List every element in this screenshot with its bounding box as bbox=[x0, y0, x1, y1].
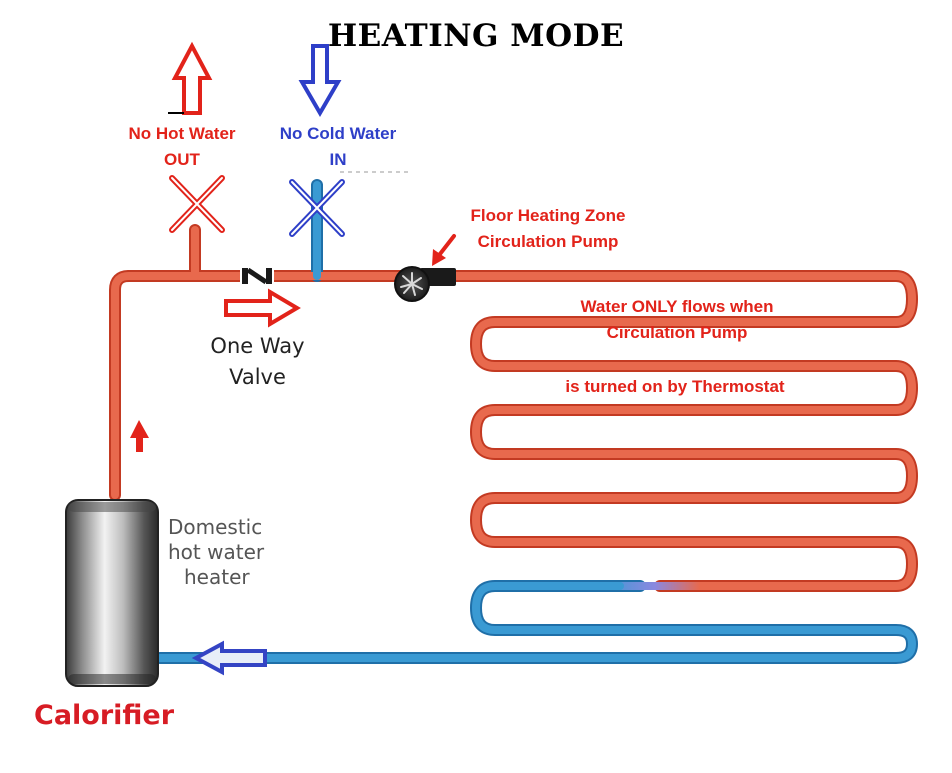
return-flow-arrow-icon bbox=[191, 640, 267, 676]
heater-tank-icon bbox=[65, 499, 159, 687]
heater-label-line: heater bbox=[184, 565, 250, 589]
flow-note-line: is turned on by Thermostat bbox=[565, 377, 785, 396]
valve-label-line: One Way bbox=[210, 334, 305, 358]
cold-water-label-line: No Cold Water bbox=[279, 124, 397, 143]
heater-label: Domestic hot water heater bbox=[168, 515, 264, 590]
flow-note-line: Water ONLY flows when bbox=[580, 297, 774, 316]
blocked-x-icon bbox=[169, 175, 225, 233]
pointer-arrow-icon bbox=[432, 234, 456, 266]
hot-water-label: No Hot Water OUT bbox=[108, 121, 256, 173]
cold-water-pipe bbox=[156, 181, 916, 662]
page-title: HEATING MODE bbox=[327, 18, 625, 54]
cold-water-label-line: IN bbox=[329, 150, 347, 169]
hot-out-arrow-icon bbox=[168, 41, 213, 115]
heater-label-line: hot water bbox=[168, 540, 265, 564]
pump-label: Floor Heating Zone Circulation Pump bbox=[448, 203, 648, 255]
pump-label-line: Floor Heating Zone bbox=[470, 206, 626, 225]
pipe-transition bbox=[600, 582, 700, 590]
flow-note-line: Circulation Pump bbox=[606, 323, 748, 342]
cold-water-label: No Cold Water IN bbox=[262, 121, 414, 173]
calorifier-label: Calorifier bbox=[34, 700, 175, 731]
blocked-x-icon bbox=[289, 179, 345, 237]
flow-up-arrow-icon bbox=[130, 420, 149, 452]
cold-in-arrow-icon bbox=[298, 44, 342, 117]
hot-water-label-line: No Hot Water bbox=[128, 124, 236, 143]
hot-water-pipe bbox=[111, 226, 916, 590]
pump-icon bbox=[394, 266, 456, 302]
valve-label-line: Valve bbox=[229, 365, 286, 389]
hot-water-label-line: OUT bbox=[164, 150, 200, 169]
heater-label-line: Domestic bbox=[168, 515, 263, 539]
valve-label: One Way Valve bbox=[190, 331, 325, 393]
one-way-valve-icon bbox=[240, 266, 274, 286]
flow-right-arrow-icon bbox=[224, 288, 301, 328]
pump-label-line: Circulation Pump bbox=[477, 232, 619, 251]
